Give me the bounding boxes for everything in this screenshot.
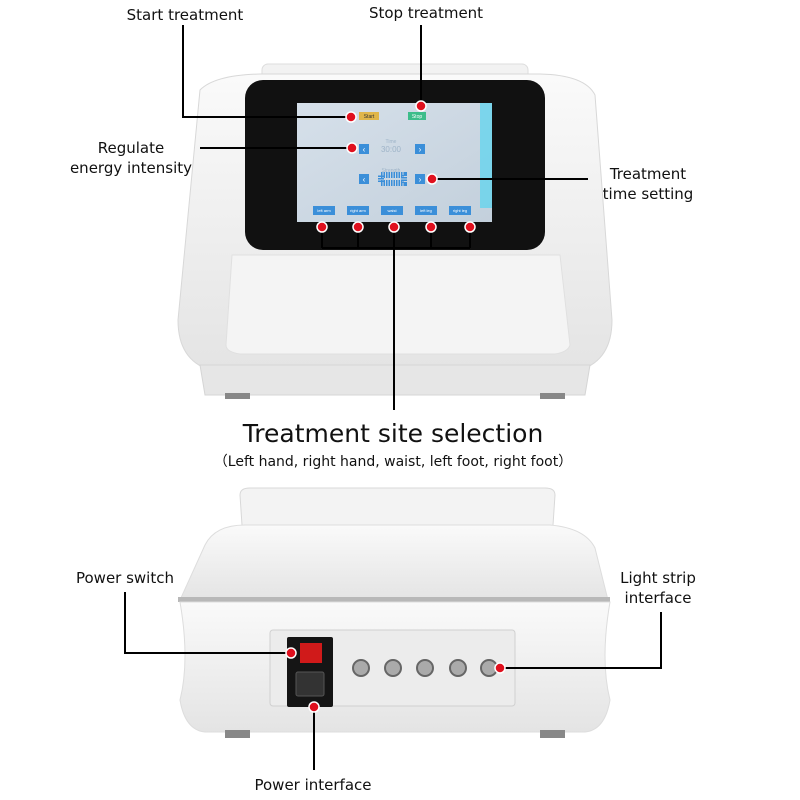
svg-text:right arm: right arm bbox=[350, 208, 366, 213]
svg-text:time setting: time setting bbox=[603, 185, 694, 203]
callout-start-treatment: Start treatment bbox=[127, 6, 357, 123]
touch-screen bbox=[297, 103, 492, 222]
chevron-right-icon: › bbox=[419, 175, 422, 184]
svg-text:Start: Start bbox=[364, 114, 375, 120]
strength-increase-button[interactable] bbox=[415, 174, 425, 184]
callout-time-setting: Treatment time setting bbox=[426, 165, 694, 203]
site-buttons: left arm right arm waist left leg right … bbox=[313, 206, 471, 215]
time-decrease-button[interactable] bbox=[359, 144, 369, 154]
site-button-left-leg[interactable] bbox=[415, 206, 437, 215]
svg-text:Stop: Stop bbox=[412, 114, 423, 120]
connector-port bbox=[352, 659, 370, 677]
svg-text:Time: Time bbox=[386, 139, 397, 145]
svg-text:energy intensity: energy intensity bbox=[70, 159, 192, 177]
screen-start-button[interactable] bbox=[359, 112, 379, 120]
device-back-view bbox=[178, 487, 611, 738]
connector-port bbox=[384, 659, 402, 677]
svg-text:Treatment: Treatment bbox=[609, 165, 686, 183]
callout-regulate-energy: Regulate energy intensity bbox=[70, 139, 358, 177]
connector-port bbox=[449, 659, 467, 677]
site-button-right-leg[interactable] bbox=[449, 206, 471, 215]
chevron-left-icon: ‹ bbox=[363, 145, 366, 154]
svg-text:left arm: left arm bbox=[317, 208, 331, 213]
svg-text:Power interface: Power interface bbox=[254, 776, 371, 794]
light-strip-connectors bbox=[352, 659, 498, 677]
screen-stop-button[interactable] bbox=[408, 112, 426, 120]
svg-text:left leg: left leg bbox=[420, 208, 432, 213]
svg-text:Strength: Strength bbox=[382, 168, 401, 174]
svg-text:waist: waist bbox=[387, 208, 397, 213]
strength-decrease-button[interactable] bbox=[359, 174, 369, 184]
section-title: Treatment site selection bbox=[242, 419, 544, 448]
svg-text:interface: interface bbox=[625, 589, 692, 607]
svg-text:Start treatment: Start treatment bbox=[127, 6, 244, 24]
time-increase-button[interactable] bbox=[415, 144, 425, 154]
svg-text:Stop treatment: Stop treatment bbox=[369, 4, 483, 22]
callout-light-strip: Light strip interface bbox=[494, 569, 696, 674]
power-switch[interactable] bbox=[300, 643, 322, 663]
callout-power-interface: Power interface bbox=[254, 701, 372, 794]
callout-site-selection: Treatment site selection （Left hand, rig… bbox=[214, 221, 572, 470]
svg-text:Regulate: Regulate bbox=[98, 139, 164, 157]
site-button-waist[interactable] bbox=[381, 206, 403, 215]
chevron-left-icon: ‹ bbox=[363, 175, 366, 184]
svg-text:30:00: 30:00 bbox=[381, 145, 402, 154]
chevron-right-icon: › bbox=[419, 145, 422, 154]
svg-text:right leg: right leg bbox=[453, 208, 467, 213]
callout-stop-treatment: Stop treatment bbox=[369, 4, 483, 112]
svg-text:Power switch: Power switch bbox=[76, 569, 174, 587]
callout-power-switch: Power switch bbox=[76, 569, 297, 659]
connector-port bbox=[416, 659, 434, 677]
svg-text:Light strip: Light strip bbox=[620, 569, 696, 587]
site-button-right-arm[interactable] bbox=[347, 206, 369, 215]
strength-level-bar bbox=[378, 172, 407, 186]
power-socket bbox=[295, 671, 325, 697]
site-button-left-arm[interactable] bbox=[313, 206, 335, 215]
svg-text:（Left hand, right hand, waist,: （Left hand, right hand, waist, left foot… bbox=[214, 454, 572, 470]
